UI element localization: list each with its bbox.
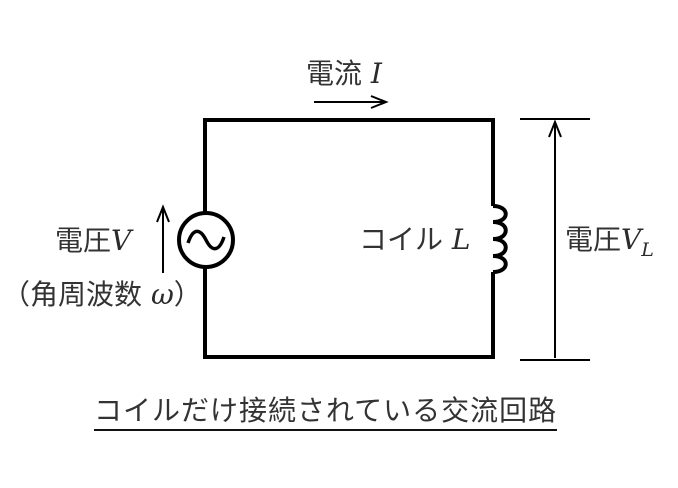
source-voltage-label-text: 電圧 — [55, 224, 112, 257]
circuit-wires — [203, 118, 495, 359]
source-voltage-symbol: V — [111, 224, 132, 257]
source-voltage-label: 電圧V — [55, 227, 131, 255]
current-arrow-icon — [314, 95, 389, 109]
inductor-icon — [492, 204, 508, 274]
coil-voltage-symbol: V — [621, 223, 642, 256]
angular-frequency-label: （角周波数 ω） — [2, 281, 202, 309]
coil-voltage-subscript: L — [641, 239, 654, 261]
paren-close: ） — [173, 278, 202, 311]
coil-voltage-label: 電圧VL — [565, 223, 654, 260]
angular-frequency-text: 角周波数 — [30, 278, 143, 311]
coil-symbol: L — [451, 223, 471, 256]
coil-label: コイル L — [359, 226, 471, 254]
coil-label-text: コイル — [359, 223, 444, 256]
current-label-text: 電流 — [306, 57, 363, 90]
current-label: 電流 I — [306, 60, 382, 88]
omega-symbol: ω — [150, 278, 174, 311]
current-symbol: I — [370, 57, 382, 90]
diagram-title: コイルだけ接続されている交流回路 — [94, 397, 558, 431]
coil-voltage-arrow-icon — [520, 118, 590, 361]
paren-open: （ — [2, 278, 31, 311]
ac-source-icon — [177, 211, 235, 269]
source-voltage-arrow-icon — [156, 204, 170, 273]
coil-voltage-label-text: 電圧 — [565, 223, 622, 256]
